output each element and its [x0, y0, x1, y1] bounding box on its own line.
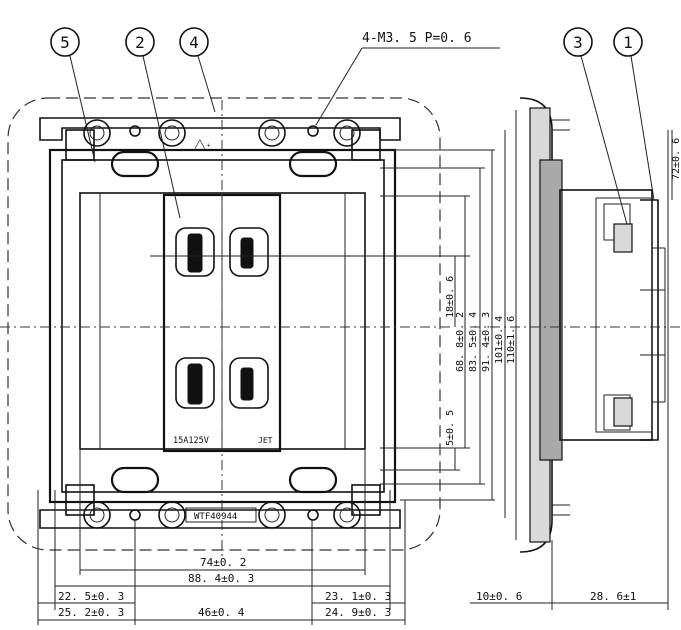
- dimension-lines: [37, 110, 673, 625]
- callout-4: 4: [189, 33, 199, 52]
- callout-2: 2: [135, 33, 145, 52]
- dimension-labels: 74±0. 2 88. 4±0. 3 22. 5±0. 3 25. 2±0. 3…: [58, 138, 681, 619]
- dim-side-72: 72±0. 6: [671, 138, 681, 180]
- dim-side-10: 10±0. 6: [476, 590, 522, 603]
- side-view: [470, 97, 681, 553]
- frame-top-bar: [39, 117, 401, 141]
- slot-bottom-right: [288, 466, 338, 494]
- dim-83: 83. 5±0. 4: [468, 312, 479, 372]
- screw-spec-label: 4-M3. 5 P=0. 6: [362, 31, 472, 46]
- bottom-screw-holes: [83, 501, 361, 529]
- callout-5: 5: [60, 33, 70, 52]
- dim-22: 22. 5±0. 3: [58, 590, 124, 603]
- dim-46: 46±0. 4: [198, 606, 245, 619]
- dim-24: 24. 9±0. 3: [325, 606, 391, 619]
- top-marking: ╱╲﹢: [194, 139, 213, 149]
- model-label: WTF40944: [194, 512, 237, 522]
- clip-bottom-right: [351, 484, 381, 516]
- slot-top-left: [110, 150, 160, 178]
- callouts: 5 2 4 3 1 4-M3. 5 P=0. 6: [50, 27, 655, 229]
- dim-68: 68. 8±0. 2: [455, 312, 466, 372]
- lower-outlet: [175, 357, 269, 409]
- cover-outline: [7, 97, 441, 551]
- top-screw-holes: [83, 119, 361, 147]
- dim-side-28: 28. 6±1: [590, 590, 636, 603]
- front-view: 15A125V JET WTF40944 ╱╲﹢: [0, 97, 470, 560]
- dim-18: 18±0. 6: [445, 276, 456, 318]
- dim-91: 91. 4±0. 3: [481, 312, 492, 372]
- frame-inner: [61, 159, 385, 493]
- callout-1: 1: [623, 33, 633, 52]
- slot-bottom-left: [110, 466, 160, 494]
- frame-side: [539, 159, 563, 461]
- dim-25: 25. 2±0. 3: [58, 606, 124, 619]
- dim-23: 23. 1±0. 3: [325, 590, 391, 603]
- dim-101: 101±0. 4: [494, 316, 505, 364]
- side-screws: [552, 119, 570, 516]
- clip-top-right: [351, 129, 381, 161]
- dim-5: 5±0. 5: [445, 410, 456, 446]
- jet-marking: JET: [258, 436, 273, 445]
- dim-74: 74±0. 2: [200, 556, 246, 569]
- rating-label: 15A125V: [173, 436, 209, 446]
- frame-bottom-bar: [39, 509, 401, 529]
- dim-88: 88. 4±0. 3: [188, 572, 254, 585]
- body-side: [559, 189, 653, 441]
- upper-outlet: [175, 227, 269, 277]
- callout-3: 3: [573, 33, 583, 52]
- slot-top-right: [288, 150, 338, 178]
- dim-110: 110±1. 6: [506, 316, 517, 364]
